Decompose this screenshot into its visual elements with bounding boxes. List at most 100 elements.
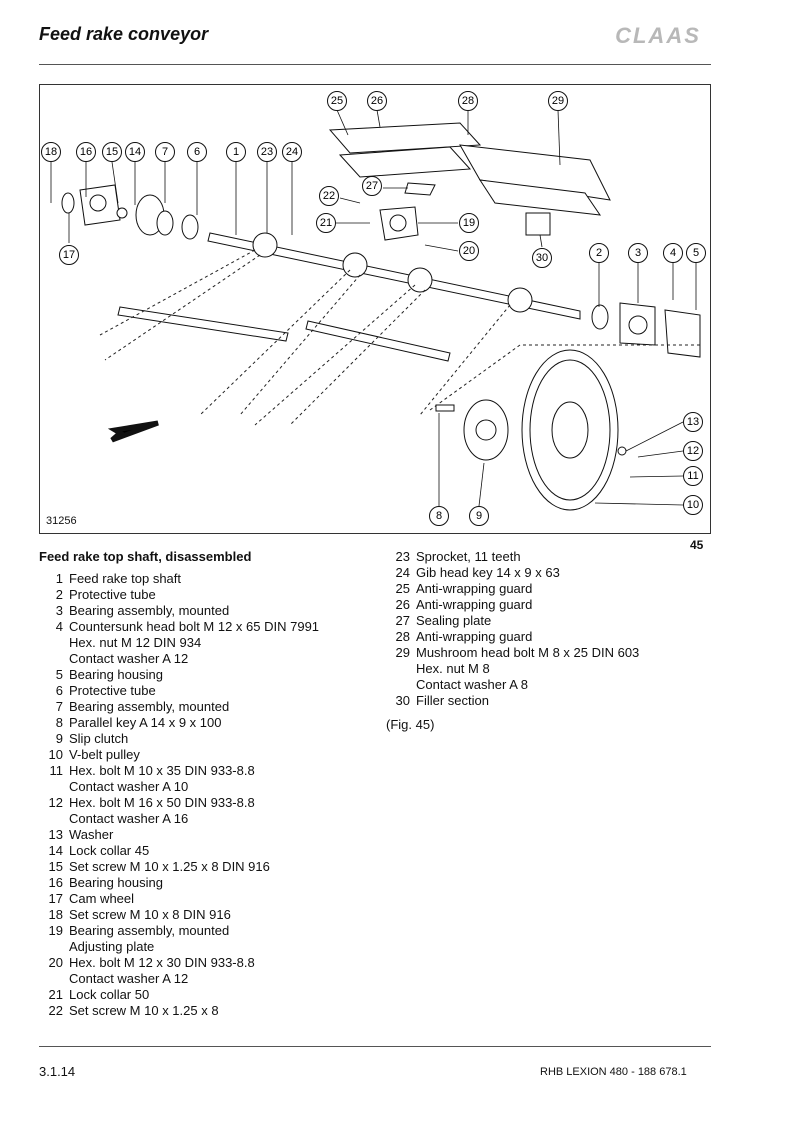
callout-11: 11	[683, 466, 703, 486]
protective-tube-2	[591, 304, 609, 330]
callout-25: 25	[327, 91, 347, 111]
svg-text:15: 15	[106, 146, 118, 158]
legend-item-number: 23	[395, 549, 410, 564]
legend-item-subtext: Contact washer A 12	[69, 971, 189, 986]
legend-item: 8 Parallel key A 14 x 9 x 100	[39, 715, 369, 731]
feed-rake-top-shaft	[207, 232, 581, 320]
slip-clutch-9	[463, 399, 509, 461]
legend-item-number: 27	[395, 613, 410, 628]
legend-item-number: 11	[49, 763, 64, 778]
legend-item-number: 3	[55, 603, 63, 618]
legend-item: Contact washer A 8	[386, 677, 716, 693]
legend-item-text: Bearing housing	[69, 875, 163, 890]
leader-lines	[50, 109, 697, 507]
legend-item-text: Mushroom head bolt M 8 x 25 DIN 603	[416, 645, 640, 660]
legend-item-number: 20	[48, 955, 63, 970]
svg-text:22: 22	[323, 190, 335, 202]
callout-15: 15	[102, 142, 122, 162]
callout-23: 23	[257, 142, 277, 162]
legend-item-number: 4	[55, 619, 63, 634]
header-rule	[39, 64, 711, 65]
legend-item-text: Bearing assembly, mounted	[69, 923, 230, 938]
callout-21: 21	[316, 213, 336, 233]
legend-item-text: Lock collar 45	[69, 843, 150, 858]
legend-item-number: 21	[48, 987, 63, 1002]
svg-text:3: 3	[635, 247, 641, 259]
legend-item-text: Anti-wrapping guard	[416, 581, 533, 596]
svg-text:16: 16	[80, 146, 92, 158]
svg-text:8: 8	[436, 510, 442, 522]
legend-item: 29 Mushroom head bolt M 8 x 25 DIN 603	[386, 645, 716, 661]
callout-18: 18	[41, 142, 61, 162]
legend-item-number: 15	[48, 859, 63, 874]
legend-item-subtext: Hex. nut M 8	[416, 661, 490, 676]
legend-item-text: Parallel key A 14 x 9 x 100	[69, 715, 222, 730]
svg-text:18: 18	[45, 146, 57, 158]
callout-1: 1	[226, 142, 246, 162]
protective-tube-6	[181, 214, 199, 240]
callout-20: 20	[459, 241, 479, 261]
legend-item-text: Filler section	[416, 693, 489, 708]
figure-number: 45	[690, 538, 704, 552]
legend-item-text: Bearing assembly, mounted	[69, 603, 230, 618]
svg-text:6: 6	[194, 146, 200, 158]
cam-wheel-17	[61, 192, 75, 214]
washer-13	[617, 446, 627, 456]
legend-item-text: Protective tube	[69, 683, 156, 698]
legend-item: Contact washer A 10	[39, 779, 369, 795]
callout-12: 12	[683, 441, 703, 461]
legend-item: 6 Protective tube	[39, 683, 369, 699]
legend-item-text: Bearing assembly, mounted	[69, 699, 230, 714]
legend-item: Adjusting plate	[39, 939, 369, 955]
legend-item-subtext: Contact washer A 16	[69, 811, 189, 826]
legend-item-text: Gib head key 14 x 9 x 63	[416, 565, 560, 580]
svg-text:9: 9	[476, 510, 482, 522]
legend-item: Contact washer A 12	[39, 971, 369, 987]
figure-reference: (Fig. 45)	[386, 717, 435, 732]
legend-item-text: Set screw M 10 x 1.25 x 8 DIN 916	[69, 859, 270, 874]
callout-13: 13	[683, 412, 703, 432]
exploded-view-drawing: 1 2 3 4 5 6 7 8 9 10 11 12 13 14 15 16 1…	[41, 91, 706, 526]
svg-text:13: 13	[687, 416, 699, 428]
footer-rule	[39, 1046, 711, 1047]
legend-item-text: Lock collar 50	[69, 987, 150, 1002]
legend-item-text: Washer	[69, 827, 114, 842]
svg-text:30: 30	[536, 252, 548, 264]
legend-item-number: 2	[55, 587, 63, 602]
svg-text:26: 26	[371, 95, 383, 107]
callout-7: 7	[155, 142, 175, 162]
legend-item-number: 18	[48, 907, 63, 922]
exploded-view-figure: 1 2 3 4 5 6 7 8 9 10 11 12 13 14 15 16 1…	[39, 84, 711, 534]
svg-text:17: 17	[63, 249, 75, 261]
bearing-housing-16	[79, 184, 121, 226]
legend-item: 18 Set screw M 10 x 8 DIN 916	[39, 907, 369, 923]
svg-text:CLAAS: CLAAS	[615, 23, 701, 48]
svg-text:5: 5	[693, 247, 699, 259]
svg-text:11: 11	[687, 470, 698, 482]
legend-item: 3 Bearing assembly, mounted	[39, 603, 369, 619]
legend-heading: Feed rake top shaft, disassembled	[39, 549, 252, 564]
legend-item-number: 16	[48, 875, 63, 890]
svg-text:10: 10	[687, 499, 699, 511]
legend-item-number: 29	[395, 645, 410, 660]
document-reference: RHB LEXION 480 - 188 678.1	[540, 1066, 687, 1078]
legend-item-number: 28	[395, 629, 410, 644]
legend-item-text: Hex. bolt M 10 x 35 DIN 933-8.8	[69, 763, 255, 778]
callout-10: 10	[683, 495, 703, 515]
anti-wrapping-guards	[328, 122, 611, 216]
legend-item-text: Set screw M 10 x 8 DIN 916	[69, 907, 231, 922]
lock-collar-14	[116, 207, 128, 219]
svg-text:24: 24	[286, 146, 298, 158]
legend-item-number: 6	[55, 683, 63, 698]
legend-item-number: 8	[55, 715, 63, 730]
